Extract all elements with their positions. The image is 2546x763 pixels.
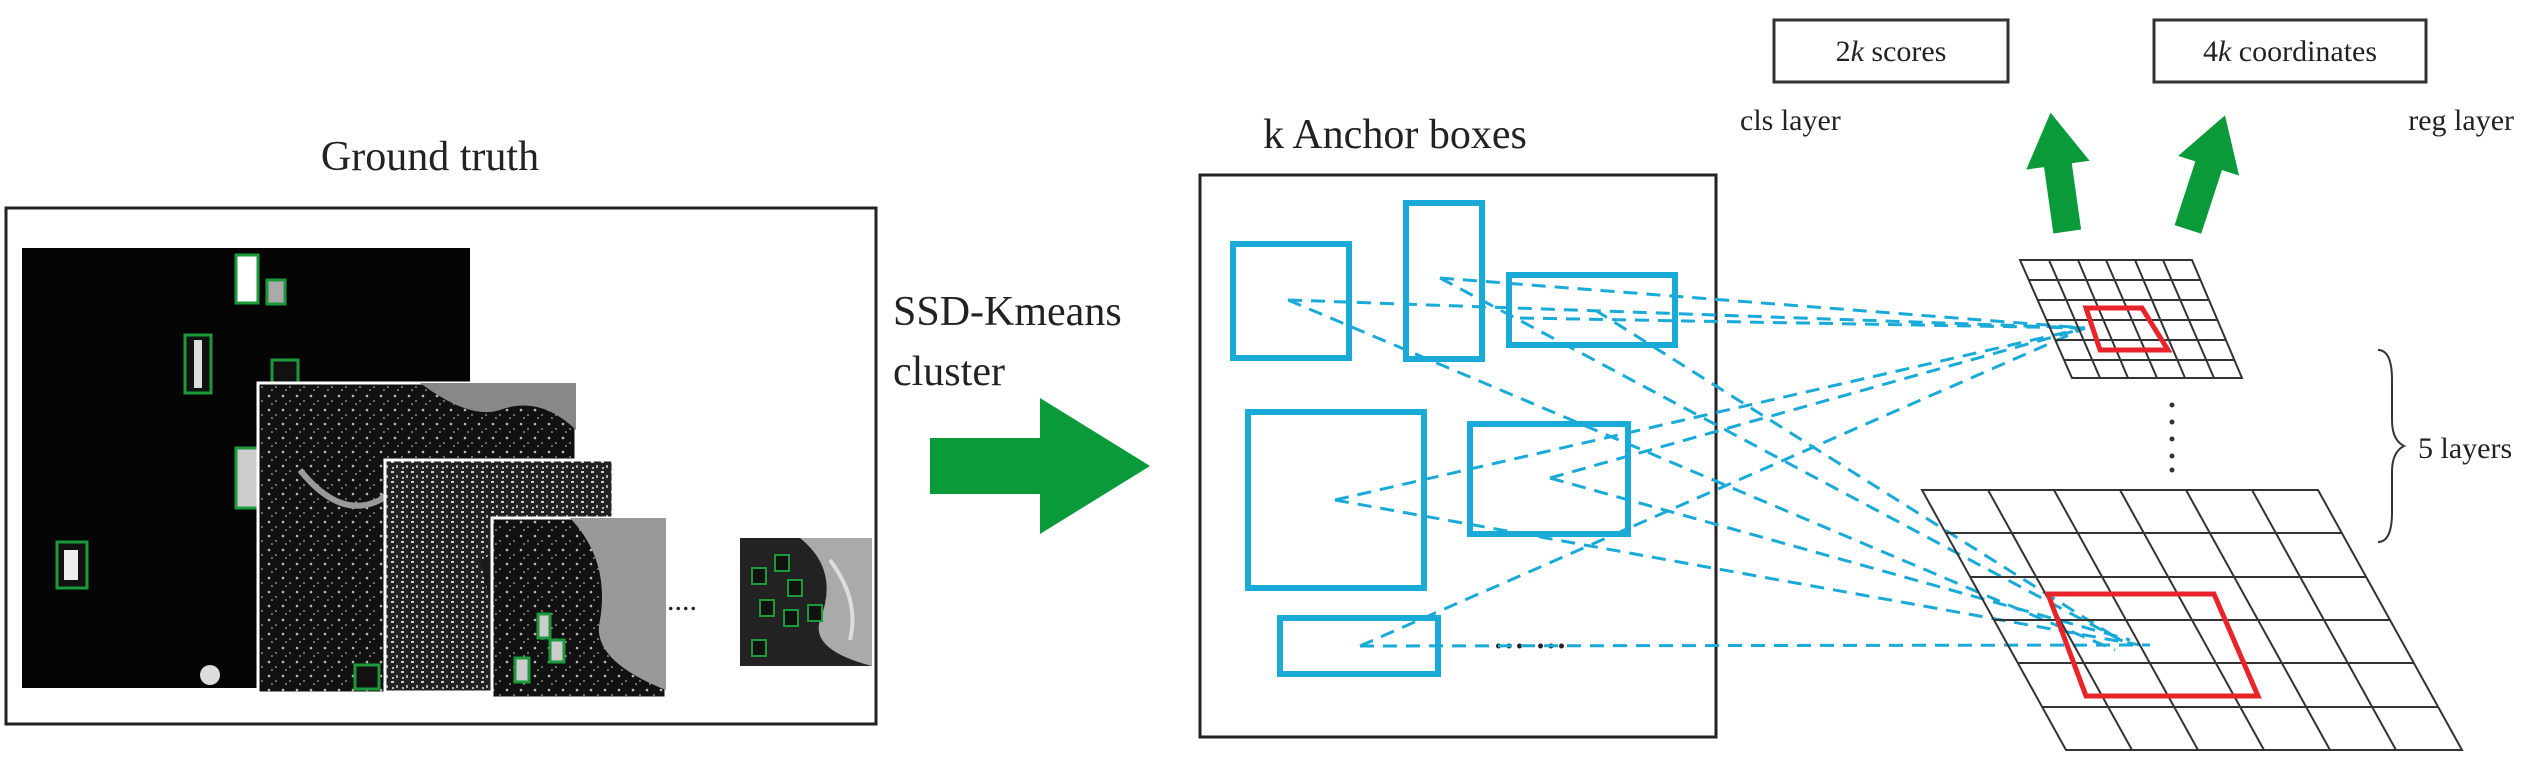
reg-prefix: 4 <box>2203 35 2218 68</box>
anchor-panel-title: k Anchor boxes <box>1263 112 1527 158</box>
arrow-label-line2: cluster <box>893 349 1005 395</box>
anchor-box-4 <box>1245 409 1427 591</box>
anchor-box-3 <box>1506 272 1678 348</box>
sar-image-5 <box>740 538 872 666</box>
reg-var: k <box>2218 35 2232 68</box>
cls-prefix: 2 <box>1836 35 1851 68</box>
sar-image-4 <box>490 516 668 700</box>
top-grid-highlight <box>2082 305 2173 353</box>
cluster-arrow <box>930 398 1150 534</box>
layers-label: 5 layers <box>2418 432 2512 465</box>
ground-truth-title: Ground truth <box>321 134 539 180</box>
layers-brace <box>2377 349 2407 543</box>
anchor-box-2 <box>1403 200 1485 362</box>
anchor-box-5 <box>1467 421 1631 537</box>
reg-output-arrow <box>2174 115 2240 234</box>
cls-output-text: 2k scores <box>1836 35 1947 68</box>
cls-layer-label: cls layer <box>1740 104 1841 137</box>
anchor-ellipsis: ... ... <box>1493 612 1567 658</box>
arrow-label-line1: SSD-Kmeans <box>893 289 1122 335</box>
bottom-feature-grid <box>1920 489 2464 751</box>
cls-output-box <box>1772 18 2010 84</box>
reg-output-text: 4k coordinates <box>2203 35 2377 68</box>
anchor-connections <box>1287 276 2151 652</box>
reg-suffix: coordinates <box>2231 35 2377 68</box>
reg-layer-label: reg layer <box>2408 104 2514 137</box>
reg-output-box <box>2152 18 2428 84</box>
top-feature-grid <box>2018 259 2244 379</box>
bottom-grid-highlight <box>2044 591 2262 699</box>
cls-suffix: scores <box>1864 35 1946 68</box>
cls-output-arrow <box>2026 112 2090 234</box>
layer-dots <box>2169 402 2175 473</box>
anchor-box-1 <box>1230 241 1352 361</box>
cls-var: k <box>1851 35 1865 68</box>
image-ellipsis: .... <box>667 584 697 617</box>
